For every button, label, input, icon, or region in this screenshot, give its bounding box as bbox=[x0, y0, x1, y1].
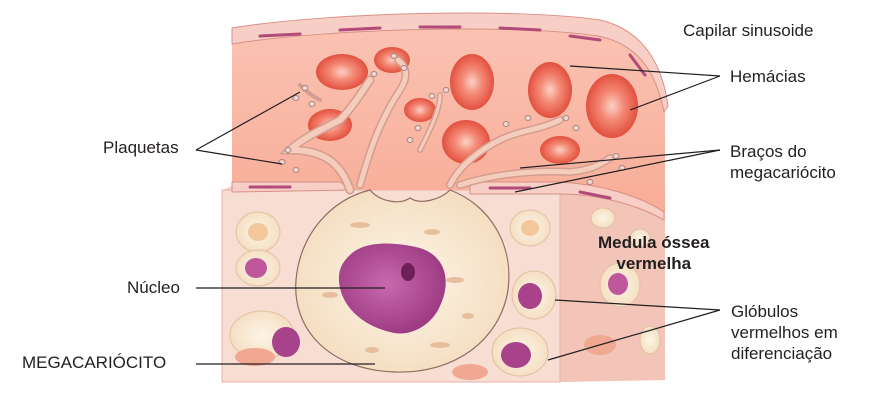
label-bracos-do-megacariocito: Braços do megacariócito bbox=[730, 141, 836, 183]
label-capilar-sinusoide: Capilar sinusoide bbox=[683, 21, 814, 40]
label-globulos-vermelhos: Glóbulos vermelhos em diferenciação bbox=[731, 301, 838, 364]
leader-lines bbox=[195, 65, 721, 365]
label-bracos-line2: megacariócito bbox=[730, 163, 836, 182]
label-medula-line2: vermelha bbox=[616, 254, 692, 273]
label-globulos-line2: vermelhos em bbox=[731, 323, 838, 342]
label-medula-line1: Medula óssea bbox=[598, 233, 710, 252]
label-medula-ossea-vermelha: Medula óssea vermelha bbox=[598, 232, 710, 274]
megakaryocyte bbox=[295, 189, 510, 373]
label-globulos-line1: Glóbulos bbox=[731, 302, 799, 321]
marrow-cells bbox=[229, 207, 661, 380]
nucleus bbox=[338, 243, 446, 334]
label-megacariocito: MEGACARIÓCITO bbox=[22, 353, 167, 372]
label-hemacias: Hemácias bbox=[730, 67, 806, 86]
label-plaquetas: Plaquetas bbox=[103, 138, 179, 157]
label-nucleo: Núcleo bbox=[127, 278, 180, 297]
label-bracos-line1: Braços do bbox=[730, 142, 807, 161]
label-globulos-line3: diferenciação bbox=[731, 344, 833, 363]
